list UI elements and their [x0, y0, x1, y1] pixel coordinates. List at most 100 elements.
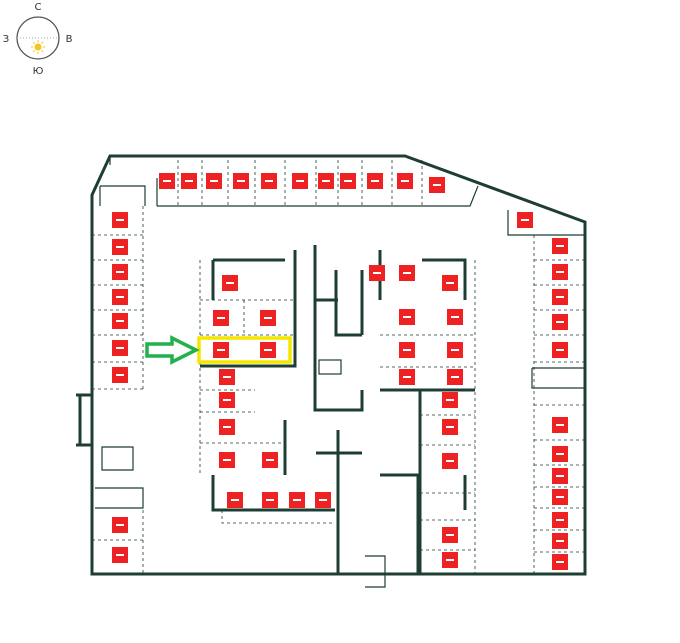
parking-spot[interactable]	[552, 554, 568, 570]
parking-spot[interactable]	[442, 527, 458, 543]
minus-icon	[556, 496, 564, 498]
minus-icon	[451, 376, 459, 378]
parking-spot[interactable]	[442, 419, 458, 435]
compass-north: С	[35, 2, 42, 13]
parking-spot[interactable]	[219, 369, 235, 385]
sun-icon	[31, 40, 45, 54]
minus-icon	[116, 554, 124, 556]
minus-icon	[556, 245, 564, 247]
compass-south: Ю	[33, 66, 44, 77]
parking-spot[interactable]	[399, 265, 415, 281]
parking-spot[interactable]	[318, 173, 334, 189]
parking-spot[interactable]	[112, 313, 128, 329]
parking-spot[interactable]	[219, 452, 235, 468]
minus-icon	[403, 316, 411, 318]
parking-spot[interactable]	[429, 177, 445, 193]
minus-icon	[556, 540, 564, 542]
parking-spot[interactable]	[552, 446, 568, 462]
parking-spot[interactable]	[399, 309, 415, 325]
minus-icon	[373, 272, 381, 274]
compass: С З В Ю	[3, 2, 73, 77]
parking-spot[interactable]	[552, 468, 568, 484]
parking-spot[interactable]	[227, 492, 243, 508]
parking-spot[interactable]	[315, 492, 331, 508]
parking-spot[interactable]	[112, 289, 128, 305]
parking-spot[interactable]	[112, 264, 128, 280]
minus-icon	[556, 271, 564, 273]
parking-spot[interactable]	[112, 367, 128, 383]
minus-icon	[556, 453, 564, 455]
parking-spot[interactable]	[399, 369, 415, 385]
minus-icon	[296, 180, 304, 182]
parking-spot[interactable]	[159, 173, 175, 189]
parking-spot[interactable]	[447, 369, 463, 385]
parking-spot[interactable]	[552, 417, 568, 433]
parking-spots	[112, 173, 568, 570]
parking-spot[interactable]	[260, 342, 276, 358]
parking-spot[interactable]	[213, 310, 229, 326]
parking-spot[interactable]	[552, 264, 568, 280]
parking-spot[interactable]	[262, 452, 278, 468]
minus-icon	[556, 349, 564, 351]
parking-spot[interactable]	[552, 238, 568, 254]
parking-spot[interactable]	[442, 275, 458, 291]
minus-icon	[556, 561, 564, 563]
parking-spot[interactable]	[112, 239, 128, 255]
parking-spot[interactable]	[552, 512, 568, 528]
parking-spot[interactable]	[442, 453, 458, 469]
parking-spot[interactable]	[219, 392, 235, 408]
minus-icon	[371, 180, 379, 182]
parking-spot[interactable]	[552, 314, 568, 330]
parking-spot[interactable]	[260, 310, 276, 326]
minus-icon	[556, 475, 564, 477]
parking-spot[interactable]	[206, 173, 222, 189]
minus-icon	[210, 180, 218, 182]
parking-spot[interactable]	[261, 173, 277, 189]
minus-icon	[319, 499, 327, 501]
parking-spot[interactable]	[552, 289, 568, 305]
parking-spot[interactable]	[112, 517, 128, 533]
minus-icon	[116, 320, 124, 322]
minus-icon	[223, 459, 231, 461]
selection-highlight	[197, 336, 292, 364]
minus-icon	[264, 349, 272, 351]
parking-spot[interactable]	[442, 552, 458, 568]
parking-spot[interactable]	[369, 265, 385, 281]
parking-spot[interactable]	[233, 173, 249, 189]
parking-spot[interactable]	[112, 212, 128, 228]
minus-icon	[403, 376, 411, 378]
parking-spot[interactable]	[219, 419, 235, 435]
parking-spot[interactable]	[289, 492, 305, 508]
parking-spot[interactable]	[222, 275, 238, 291]
parking-spot[interactable]	[447, 342, 463, 358]
minus-icon	[446, 426, 454, 428]
minus-icon	[185, 180, 193, 182]
parking-spot[interactable]	[442, 392, 458, 408]
parking-spot[interactable]	[181, 173, 197, 189]
parking-spot[interactable]	[399, 342, 415, 358]
minus-icon	[446, 559, 454, 561]
parking-spot[interactable]	[262, 492, 278, 508]
minus-icon	[403, 349, 411, 351]
minus-icon	[556, 321, 564, 323]
parking-spot[interactable]	[552, 489, 568, 505]
minus-icon	[226, 282, 234, 284]
minus-icon	[322, 180, 330, 182]
parking-spot[interactable]	[112, 340, 128, 356]
parking-spot[interactable]	[552, 533, 568, 549]
parking-spot[interactable]	[517, 212, 533, 228]
minus-icon	[223, 426, 231, 428]
parking-spot[interactable]	[213, 342, 229, 358]
minus-icon	[433, 184, 441, 186]
minus-icon	[116, 347, 124, 349]
parking-spot[interactable]	[552, 342, 568, 358]
parking-spot[interactable]	[340, 173, 356, 189]
parking-spot[interactable]	[397, 173, 413, 189]
minus-icon	[116, 374, 124, 376]
parking-spot[interactable]	[447, 309, 463, 325]
minus-icon	[116, 296, 124, 298]
parking-spot[interactable]	[367, 173, 383, 189]
parking-spot[interactable]	[292, 173, 308, 189]
parking-spot[interactable]	[112, 547, 128, 563]
